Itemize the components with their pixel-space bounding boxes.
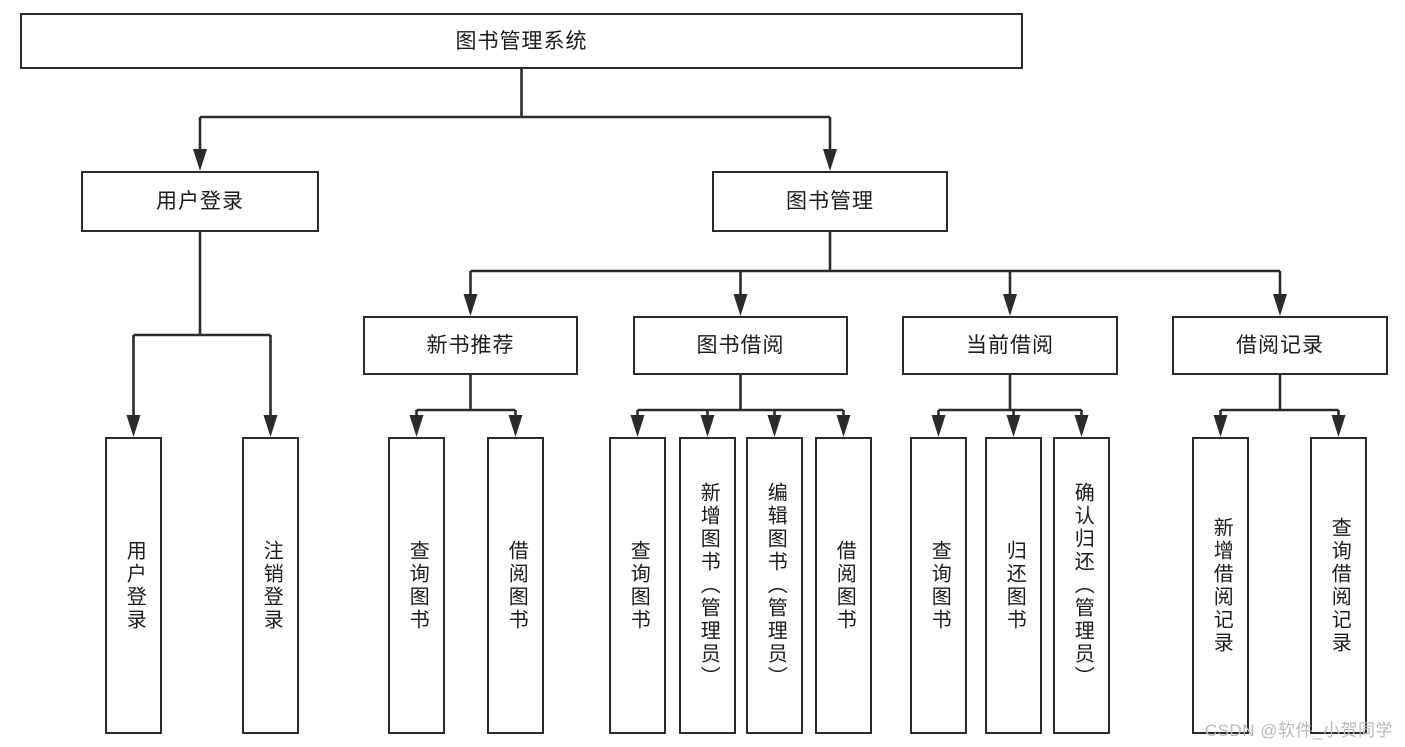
node-label: 查询图书: [627, 539, 650, 632]
node-label: 当前借阅: [966, 334, 1054, 357]
connector-book-borrow-arrow-3: [836, 415, 851, 437]
node-label: 图书管理: [786, 190, 874, 213]
node-label: 借阅记录: [1236, 334, 1324, 357]
node-leaf-cb-return-book[interactable]: 归还图书: [985, 437, 1042, 734]
connector-book-manage-arrow-3: [1273, 294, 1287, 316]
node-leaf-cb-confirm-return[interactable]: 确认归还（管理员）: [1053, 437, 1110, 734]
node-leaf-br-query-record[interactable]: 查询借阅记录: [1310, 437, 1367, 734]
connector-borrow-record-arrow-1: [1331, 415, 1346, 437]
node-label: 图书借阅: [696, 334, 785, 357]
node-label: 借阅图书: [833, 539, 856, 632]
node-label: 新增图书（管理员）: [697, 482, 720, 689]
node-root[interactable]: 图书管理系统: [20, 13, 1023, 69]
node-leaf-cb-query-book[interactable]: 查询图书: [910, 437, 967, 734]
node-label: 归还图书: [1003, 539, 1026, 632]
node-label: 查询借阅记录: [1328, 516, 1351, 655]
connector-borrow-record-arrow-0: [1213, 415, 1228, 437]
node-current-borrow[interactable]: 当前借阅: [902, 316, 1118, 375]
node-leaf-user-login[interactable]: 用户登录: [105, 437, 162, 734]
connector-user-login-arrow-1: [263, 415, 278, 437]
node-label: 新书推荐: [426, 334, 515, 357]
connector-book-borrow-arrow-0: [630, 415, 645, 437]
node-leaf-bb-add-book[interactable]: 新增图书（管理员）: [679, 437, 736, 734]
node-label: 查询图书: [928, 539, 951, 632]
connector-book-manage-arrow-2: [1003, 294, 1017, 316]
node-book-borrow[interactable]: 图书借阅: [633, 316, 848, 375]
node-label: 注销登录: [260, 539, 283, 632]
node-label: 用户登录: [156, 190, 244, 213]
node-label: 编辑图书（管理员）: [764, 482, 787, 689]
node-leaf-bb-query-book[interactable]: 查询图书: [609, 437, 666, 734]
node-leaf-br-add-record[interactable]: 新增借阅记录: [1192, 437, 1249, 734]
node-label: 图书管理系统: [455, 29, 588, 53]
connector-current-borrow-arrow-1: [1006, 415, 1021, 437]
node-label: 用户登录: [123, 539, 146, 632]
connector-new-book-recommend-arrow-0: [409, 415, 424, 437]
node-leaf-bb-borrow-book[interactable]: 借阅图书: [815, 437, 872, 734]
node-borrow-record[interactable]: 借阅记录: [1172, 316, 1388, 375]
connector-user-login-arrow-0: [126, 415, 141, 437]
node-leaf-bb-edit-book[interactable]: 编辑图书（管理员）: [746, 437, 803, 734]
node-leaf-rec-borrow-book[interactable]: 借阅图书: [487, 437, 544, 734]
connector-current-borrow-arrow-0: [931, 415, 946, 437]
node-leaf-rec-query-book[interactable]: 查询图书: [388, 437, 445, 734]
connector-book-borrow-arrow-2: [767, 415, 782, 437]
connector-book-manage-arrow-0: [463, 294, 478, 316]
connector-new-book-recommend-arrow-1: [508, 415, 523, 437]
node-book-manage[interactable]: 图书管理: [712, 171, 948, 232]
connector-book-borrow-arrow-1: [700, 415, 715, 437]
node-leaf-user-logout[interactable]: 注销登录: [242, 437, 299, 734]
connector-root-arrow-0: [193, 149, 207, 171]
node-label: 新增借阅记录: [1210, 516, 1233, 655]
watermark-label: CSDN @软件_小贺同学: [1204, 721, 1393, 740]
node-label: 查询图书: [406, 539, 429, 632]
node-user-login[interactable]: 用户登录: [81, 171, 319, 232]
node-new-book-recommend[interactable]: 新书推荐: [363, 316, 578, 375]
connector-book-manage-arrow-1: [733, 294, 748, 316]
node-label: 确认归还（管理员）: [1071, 482, 1094, 689]
connector-root-arrow-1: [823, 149, 837, 171]
connector-current-borrow-arrow-2: [1074, 415, 1089, 437]
node-label: 借阅图书: [505, 539, 528, 632]
